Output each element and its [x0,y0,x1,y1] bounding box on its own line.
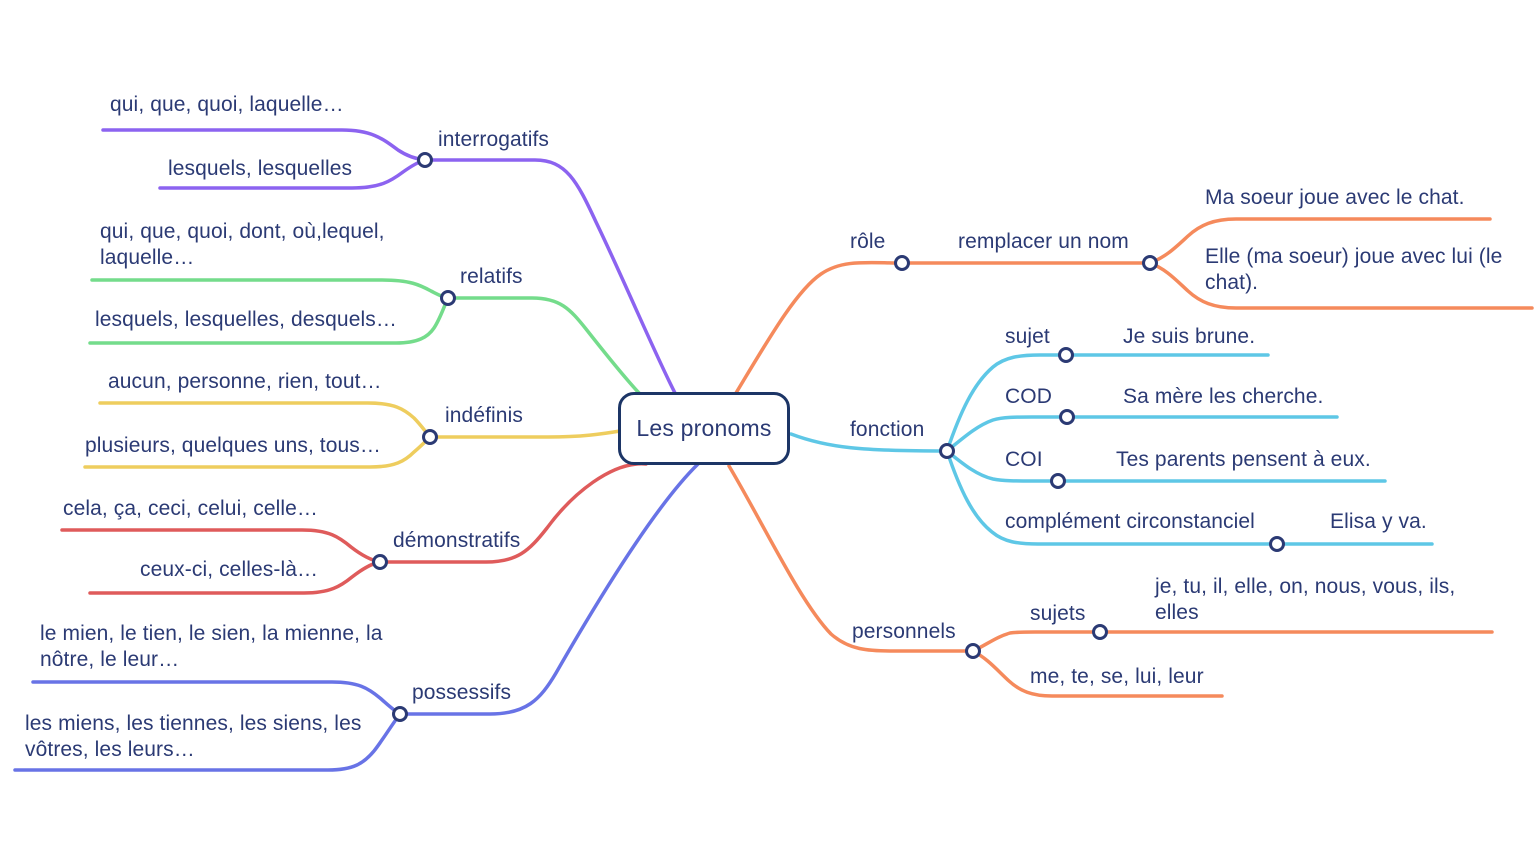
node-complement[interactable] [1269,536,1285,552]
node-label-complement-circonstanciel[interactable]: complément circonstanciel [1005,510,1255,533]
node-sujet[interactable] [1058,347,1074,363]
branch-role-example2-line [1148,261,1534,310]
branch-role-example1-line [1148,217,1492,265]
leaf-relatifs-2[interactable]: lesquels, lesquelles, desquels… [95,308,397,331]
branch-personnels-main-line [727,464,975,653]
leaf-relatifs-1[interactable]: qui, que, quoi, dont, où,lequel, laquell… [100,220,385,269]
branch-personnels-sujets-line [971,630,1494,653]
node-label-cod[interactable]: COD [1005,385,1052,408]
leaf-demonstratifs-1[interactable]: cela, ça, ceci, celui, celle… [63,497,319,520]
leaf-indefinis-1[interactable]: aucun, personne, rien, tout… [108,370,382,393]
node-fonction[interactable] [939,443,955,459]
branch-fonction-complement-line [945,449,1434,546]
branch-label-interrogatifs[interactable]: interrogatifs [438,128,550,151]
branch-possessifs-main-line [398,462,700,716]
branch-possessifs-child2-line [13,712,402,772]
leaf-interrogatifs-1[interactable]: qui, que, quoi, laquelle… [110,93,344,116]
branch-relatifs-child2-line [88,296,450,345]
node-personnels[interactable] [965,643,981,659]
branch-role-main-line [734,260,1152,395]
leaf-indefinis-2[interactable]: plusieurs, quelques uns, tous… [85,434,382,457]
branch-relatifs-child1-line [90,278,450,300]
leaf-sujets-values[interactable]: je, tu, il, elle, on, nous, vous, ils, e… [1155,575,1456,624]
branch-personnels-others-line [971,649,1224,698]
node-label-coi[interactable]: COI [1005,448,1043,471]
node-label-sujets[interactable]: sujets [1030,602,1086,625]
branch-relatifs-main-line [446,296,641,395]
branch-label-demonstratifs[interactable]: démonstratifs [393,529,521,552]
node-relatifs[interactable] [440,290,456,306]
leaf-complement-example[interactable]: Elisa y va. [1330,510,1427,533]
branch-demonstratifs-child2-line [88,560,382,595]
branch-indefinis-child1-line [98,401,432,439]
node-coi[interactable] [1050,473,1066,489]
leaf-role-example-1[interactable]: Ma soeur joue avec le chat. [1205,186,1465,209]
node-label-remplacer-un-nom[interactable]: remplacer un nom [958,230,1129,253]
branch-possessifs-child1-line [31,680,402,716]
leaf-possessifs-2[interactable]: les miens, les tiennes, les siens, les v… [25,712,362,761]
branch-label-relatifs[interactable]: relatifs [460,265,523,288]
root-node[interactable]: Les pronoms [618,392,790,465]
branch-label-indefinis[interactable]: indéfinis [445,404,523,427]
branch-interrogatifs-main-line [423,158,677,395]
leaf-coi-example[interactable]: Tes parents pensent à eux. [1116,448,1371,471]
branch-fonction-cod-line [945,415,1339,453]
node-indefinis[interactable] [422,429,438,445]
node-sujets[interactable] [1092,624,1108,640]
node-cod[interactable] [1059,409,1075,425]
leaf-sujet-example[interactable]: Je suis brune. [1123,325,1256,348]
branch-label-role[interactable]: rôle [850,230,886,253]
leaf-demonstratifs-2[interactable]: ceux-ci, celles-là… [140,558,319,581]
leaf-role-example-2[interactable]: Elle (ma soeur) joue avec lui (le chat). [1205,245,1503,294]
branch-fonction-sujet-line [945,353,1270,453]
branch-fonction-coi-line [945,449,1387,483]
leaf-cod-example[interactable]: Sa mère les cherche. [1123,385,1324,408]
node-role[interactable] [894,255,910,271]
leaf-personnels-others[interactable]: me, te, se, lui, leur [1030,665,1204,688]
branch-interrogatifs-child1-line [101,128,427,162]
node-demonstratifs[interactable] [372,554,388,570]
branch-label-possessifs[interactable]: possessifs [412,681,512,704]
branch-indefinis-main-line [428,429,622,439]
branch-demonstratifs-child1-line [60,528,382,564]
branch-label-personnels[interactable]: personnels [852,620,956,643]
node-possessifs[interactable] [392,706,408,722]
node-interrogatifs[interactable] [417,152,433,168]
node-label-sujet[interactable]: sujet [1005,325,1050,348]
node-remplacer-un-nom[interactable] [1142,255,1158,271]
branch-label-fonction[interactable]: fonction [850,418,925,441]
branch-demonstratifs-main-line [378,462,648,564]
branch-fonction-main-line [789,432,949,453]
leaf-possessifs-1[interactable]: le mien, le tien, le sien, la mienne, la… [40,622,383,671]
leaf-interrogatifs-2[interactable]: lesquels, lesquelles [168,157,353,180]
